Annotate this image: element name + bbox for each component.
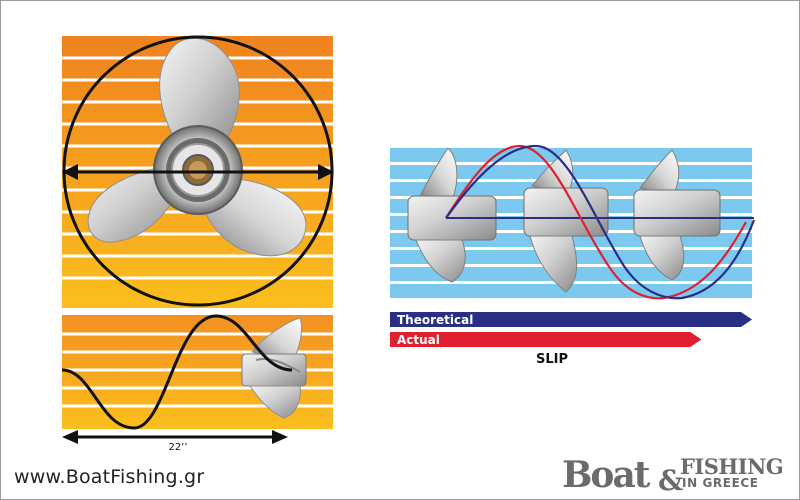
- theoretical-bar-label: Theoretical: [397, 313, 473, 327]
- actual-bar-label: Actual: [397, 333, 440, 347]
- propeller-side-icon-1: [407, 147, 497, 283]
- diameter-label: 22’’: [168, 442, 187, 453]
- theoretical-bar: [390, 312, 752, 327]
- pitch-arrow: [62, 430, 288, 444]
- slip-label: SLIP: [536, 352, 568, 367]
- logo-boat-text: Boat: [562, 454, 650, 496]
- slip-panel: [390, 144, 756, 300]
- pitch-helix-curve: [61, 314, 293, 430]
- actual-bar: [390, 332, 702, 347]
- actual-path-curve: [445, 144, 747, 300]
- website-url: www.BoatFishing.gr: [14, 466, 205, 488]
- propeller-side-icon-3: [633, 149, 721, 281]
- propeller-front-icon: [87, 37, 307, 257]
- logo-greece-text: IN GREECE: [682, 476, 759, 490]
- front-view-panel: [62, 35, 334, 308]
- logo-fishing-text: FISHING: [680, 454, 784, 479]
- theoretical-path-curve: [445, 144, 756, 300]
- boatfishing-logo: Boat & FISHING IN GREECE: [562, 452, 792, 497]
- logo-ampersand: &: [658, 464, 684, 497]
- propeller-side-icon: [241, 317, 307, 419]
- diameter-arrow: [62, 164, 334, 180]
- pitch-panel: 22’’: [61, 314, 333, 453]
